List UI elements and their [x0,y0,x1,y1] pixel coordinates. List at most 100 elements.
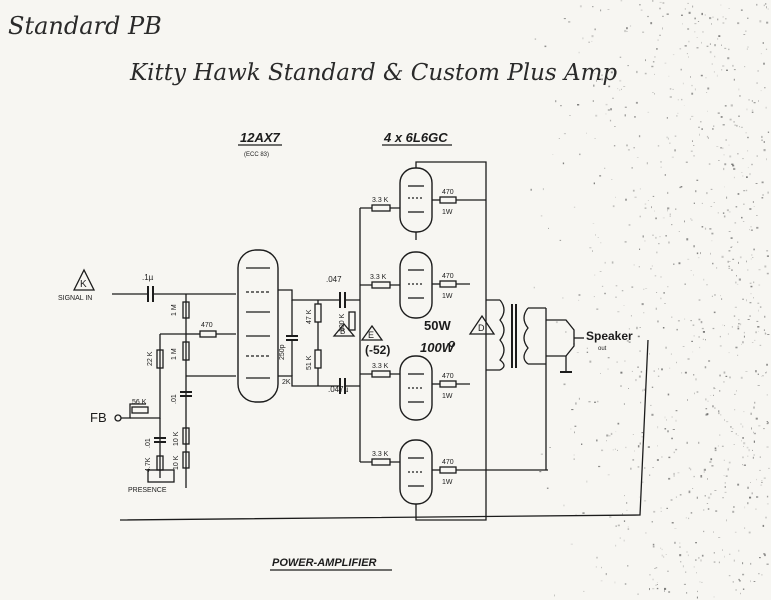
scan-speckle [667,430,669,433]
scan-speckle [727,468,729,471]
scan-speckle [716,267,718,269]
scan-speckle [759,306,762,308]
scan-speckle [732,64,734,67]
scan-speckle [611,179,613,180]
scan-speckle [624,29,627,33]
scan-speckle [694,392,695,395]
scan-speckle [753,206,755,207]
signal-in-label: SIGNAL IN [58,295,92,302]
scan-speckle [723,167,725,171]
scan-speckle [706,413,709,416]
scan-speckle [683,105,685,106]
scan-speckle [616,361,618,363]
scan-speckle [761,376,762,377]
scan-speckle [711,240,713,242]
scan-speckle [668,241,670,244]
scan-speckle [764,265,767,268]
scan-speckle [550,77,552,80]
input-capacitor-value: .1µ [142,273,154,282]
scan-speckle [766,446,769,448]
scan-speckle [751,342,754,343]
scan-speckle [722,147,724,150]
scan-speckle [679,554,682,557]
scan-speckle [542,188,544,191]
resistor-1w-4-value: 1W [442,479,453,486]
scan-speckle [707,496,711,499]
scan-speckle [721,69,723,71]
scan-speckle [716,74,718,77]
scan-speckle [617,524,620,527]
scan-speckle [731,246,733,248]
scan-speckle [683,583,686,585]
scan-speckle [690,320,692,322]
scan-speckle [693,155,695,157]
scan-speckle [696,37,698,38]
scan-speckle [612,205,615,208]
cap-01b-value: .01 [145,438,152,448]
scan-speckle [685,161,688,163]
scan-speckle [573,206,576,208]
resistor-1m-a [182,301,190,319]
scan-speckle [664,428,667,430]
scan-speckle [719,374,721,377]
scan-speckle [684,318,686,320]
scan-speckle [652,543,655,546]
scan-speckle [593,296,595,298]
scan-speckle [764,87,766,89]
presence-pot [147,469,175,483]
scan-speckle [696,179,699,181]
scan-speckle [635,379,637,382]
scan-speckle [693,145,695,146]
scan-speckle [733,78,735,81]
scan-speckle [753,581,756,582]
scan-speckle [687,554,689,557]
scan-speckle [710,188,713,190]
scan-speckle [625,446,627,449]
scan-speckle [728,8,730,9]
scan-speckle [610,432,613,435]
scan-speckle [728,267,731,269]
scan-speckle [614,448,616,450]
scan-speckle [641,435,644,438]
scan-speckle [655,217,657,220]
scan-speckle [753,454,755,456]
scan-speckle [765,48,768,50]
scan-speckle [746,446,749,449]
scan-speckle [654,73,655,75]
scan-speckle [701,128,703,130]
resistor-100k-value: 100 K [339,313,346,332]
scan-speckle [636,326,638,329]
scan-speckle [753,297,754,299]
scan-speckle [713,311,716,314]
scan-speckle [724,419,725,421]
scan-speckle [552,154,554,155]
scan-speckle [690,150,693,152]
scan-speckle [694,31,696,33]
scan-speckle [606,434,609,437]
scan-speckle [588,41,590,43]
scan-speckle [718,561,720,564]
scan-speckle [755,331,757,334]
scan-speckle [619,89,621,91]
scan-speckle [735,281,737,284]
scan-speckle [750,285,753,288]
scan-speckle [743,442,746,445]
scan-speckle [718,160,720,161]
scan-speckle [624,360,626,362]
scan-speckle [652,545,655,548]
scan-speckle [642,481,644,483]
scan-speckle [600,373,601,374]
scan-speckle [690,468,692,471]
scan-speckle [549,447,551,448]
scan-speckle [766,21,769,24]
scan-speckle [619,537,621,539]
scan-speckle [596,308,599,310]
scan-speckle [668,591,671,593]
scan-speckle [748,531,751,534]
bias-voltage: (-52) [365,343,390,357]
scan-speckle [669,96,672,98]
fb-label: FB [90,410,107,425]
scan-speckle [679,186,682,189]
resistor-3k3-3-value: 3.3 K [372,363,389,370]
scan-speckle [679,48,682,50]
